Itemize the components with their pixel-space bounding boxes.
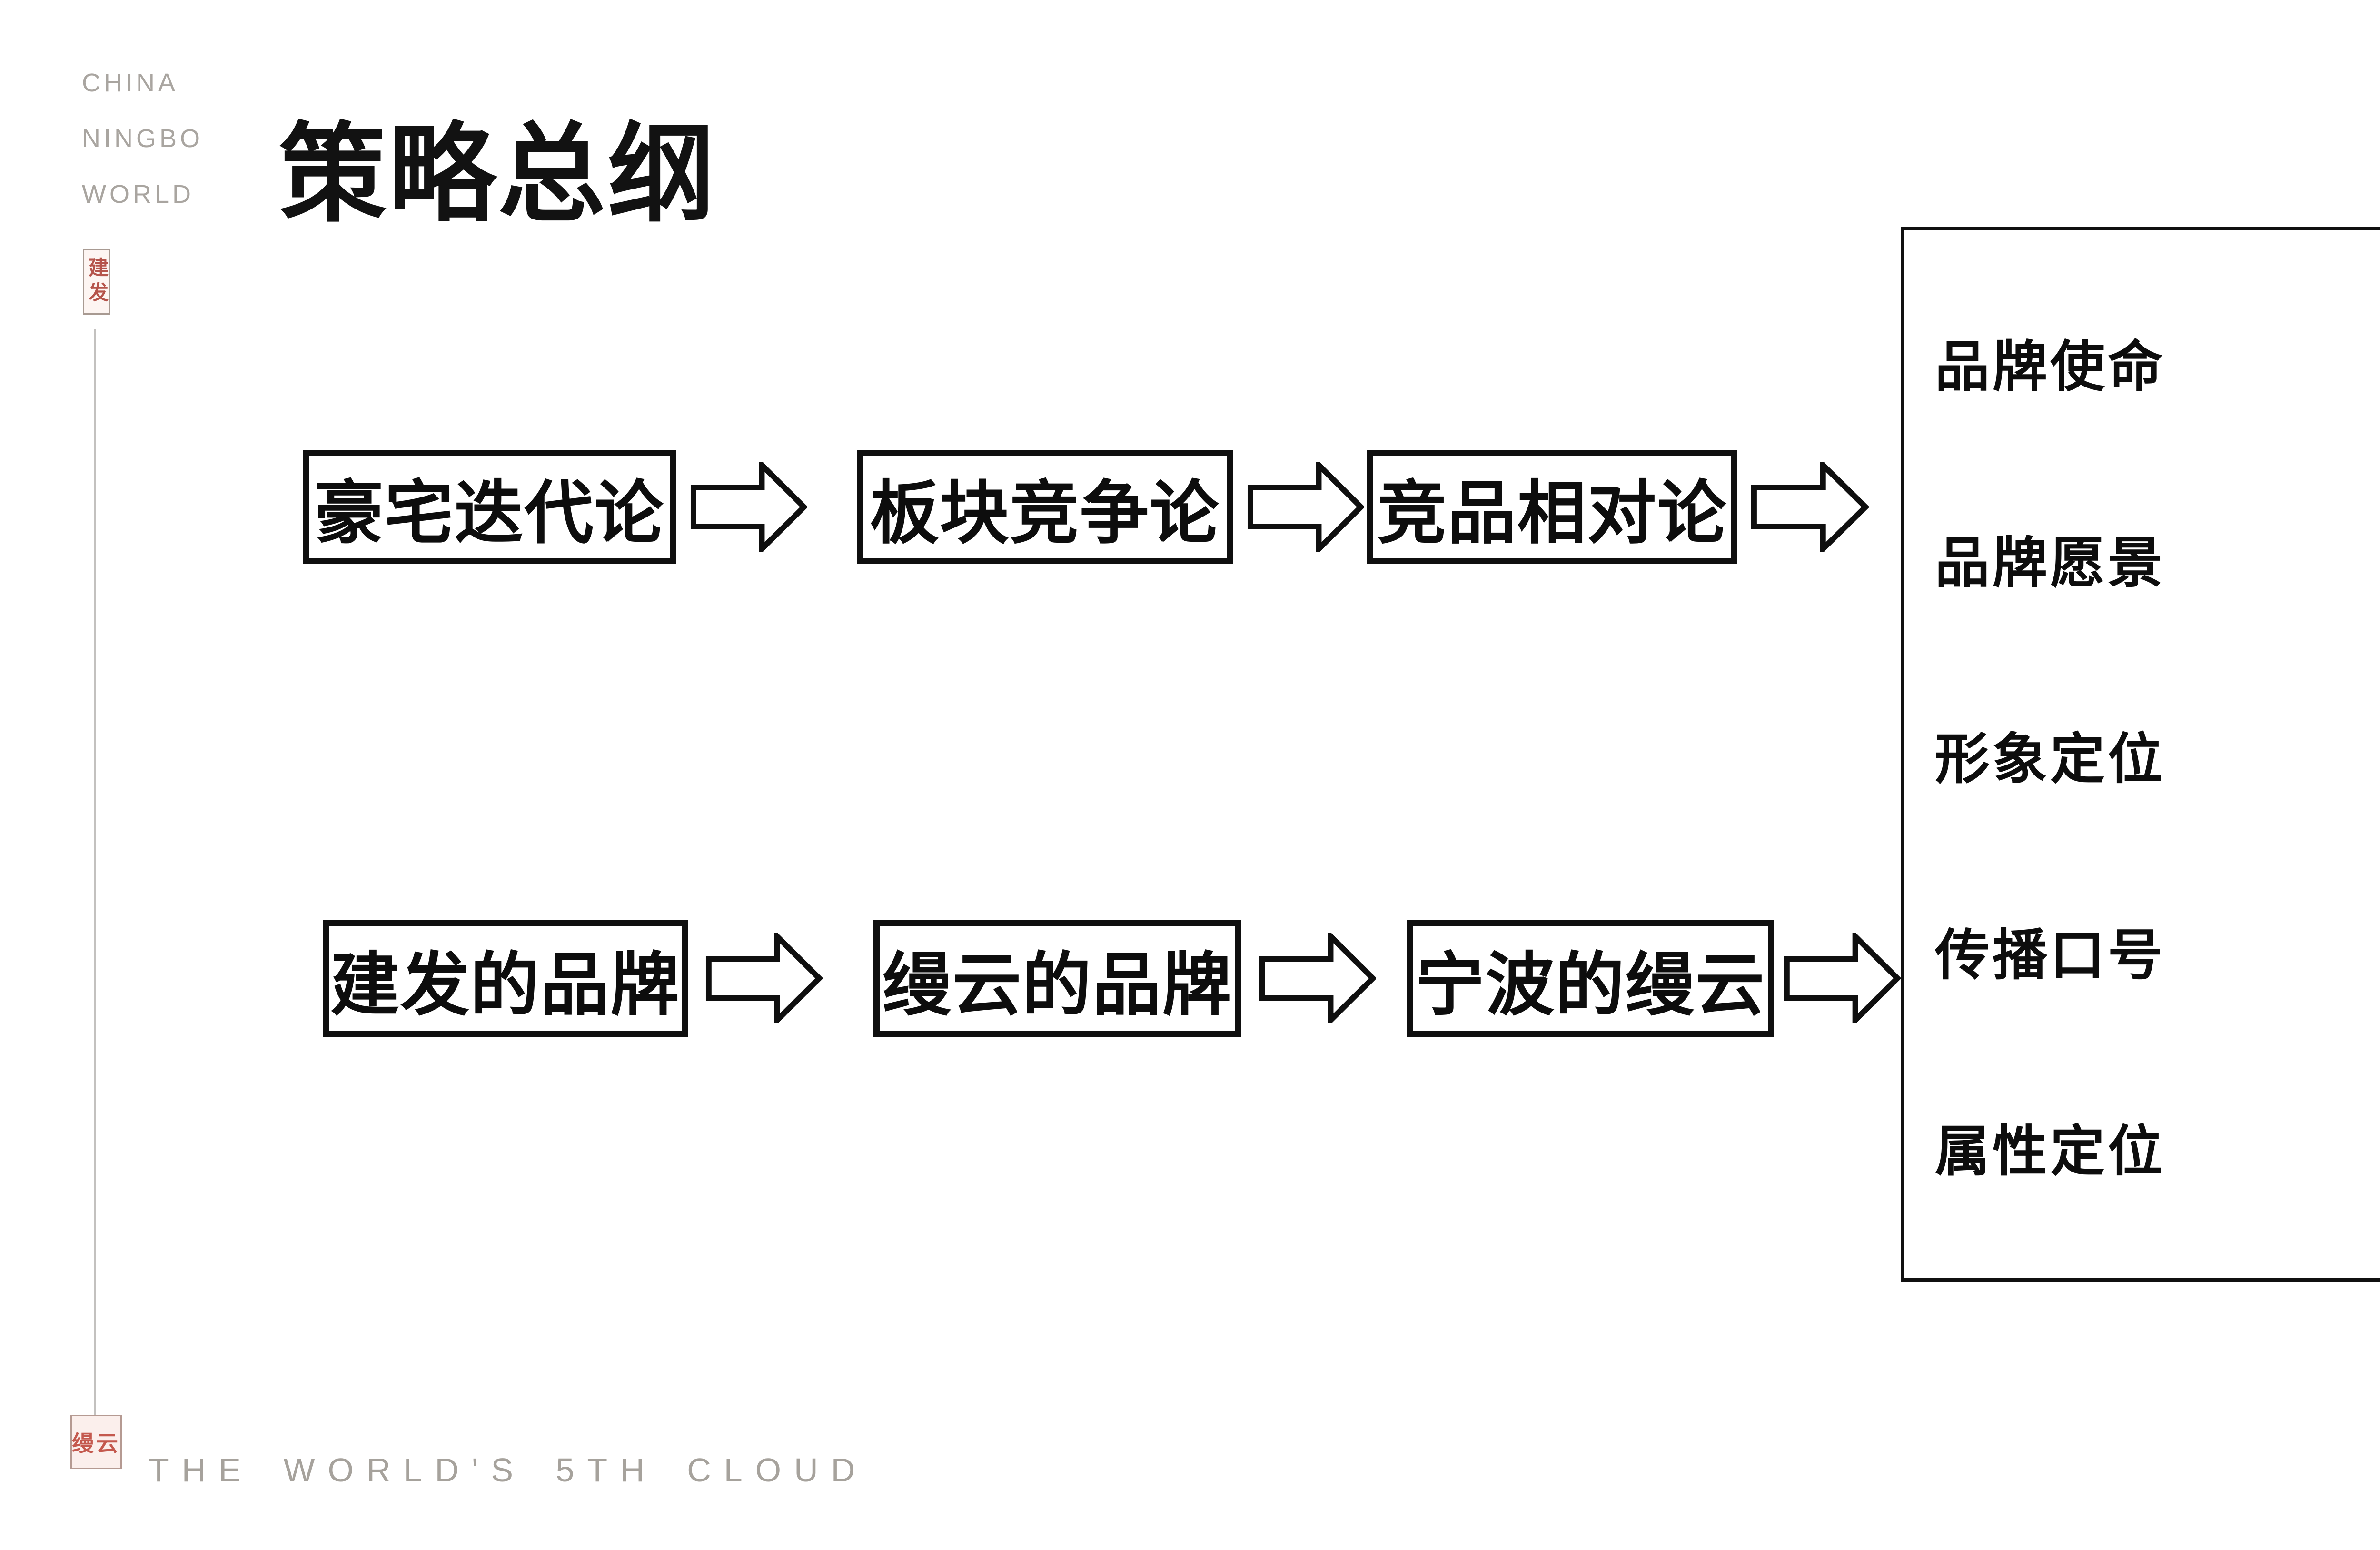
left-vertical-divider [94, 329, 96, 1415]
flow-box-jingpin: 竞品相对论 [1367, 450, 1737, 564]
flow-box-manyun-brand: 缦云的品牌 [873, 920, 1241, 1037]
flow-arrow-icon [1751, 462, 1869, 552]
flow-arrow-icon [1259, 933, 1376, 1023]
output-item-slogan: 传播口号 [1935, 925, 2166, 986]
flow-box-ningbo-manyun: 宁波的缦云 [1407, 920, 1774, 1037]
output-item-image: 形象定位 [1935, 729, 2166, 790]
flow-arrow-icon [1247, 462, 1364, 552]
flow-arrow-icon [1784, 933, 1901, 1023]
footer-tagline: THE WORLD'S 5TH CLOUD [149, 1451, 868, 1489]
flow-box-jianfa-brand: 建发的品牌 [323, 920, 688, 1037]
brand-line-china: CHINA [82, 69, 179, 97]
brand-block: CHINA NINGBO WORLD [82, 55, 203, 222]
flow-arrow-icon [690, 462, 807, 552]
jianfa-seal-icon: 建发 [83, 249, 110, 315]
output-item-attribute: 属性定位 [1935, 1122, 2166, 1182]
page-title: 策略总纲 [279, 116, 717, 235]
brand-output-box: 品牌使命 品牌愿景 形象定位 传播口号 属性定位 [1901, 227, 2380, 1282]
brand-line-world: WORLD [82, 180, 194, 209]
flow-box-bankuai: 板块竞争论 [857, 450, 1233, 564]
brand-line-ningbo: NINGBO [82, 124, 204, 153]
flow-arrow-icon [705, 933, 823, 1023]
manyun-seal-icon: 缦云 [70, 1415, 122, 1469]
output-item-mission: 品牌使命 [1935, 337, 2166, 397]
output-item-vision: 品牌愿景 [1935, 533, 2166, 594]
flow-box-haozhai: 豪宅迭代论 [303, 450, 676, 564]
